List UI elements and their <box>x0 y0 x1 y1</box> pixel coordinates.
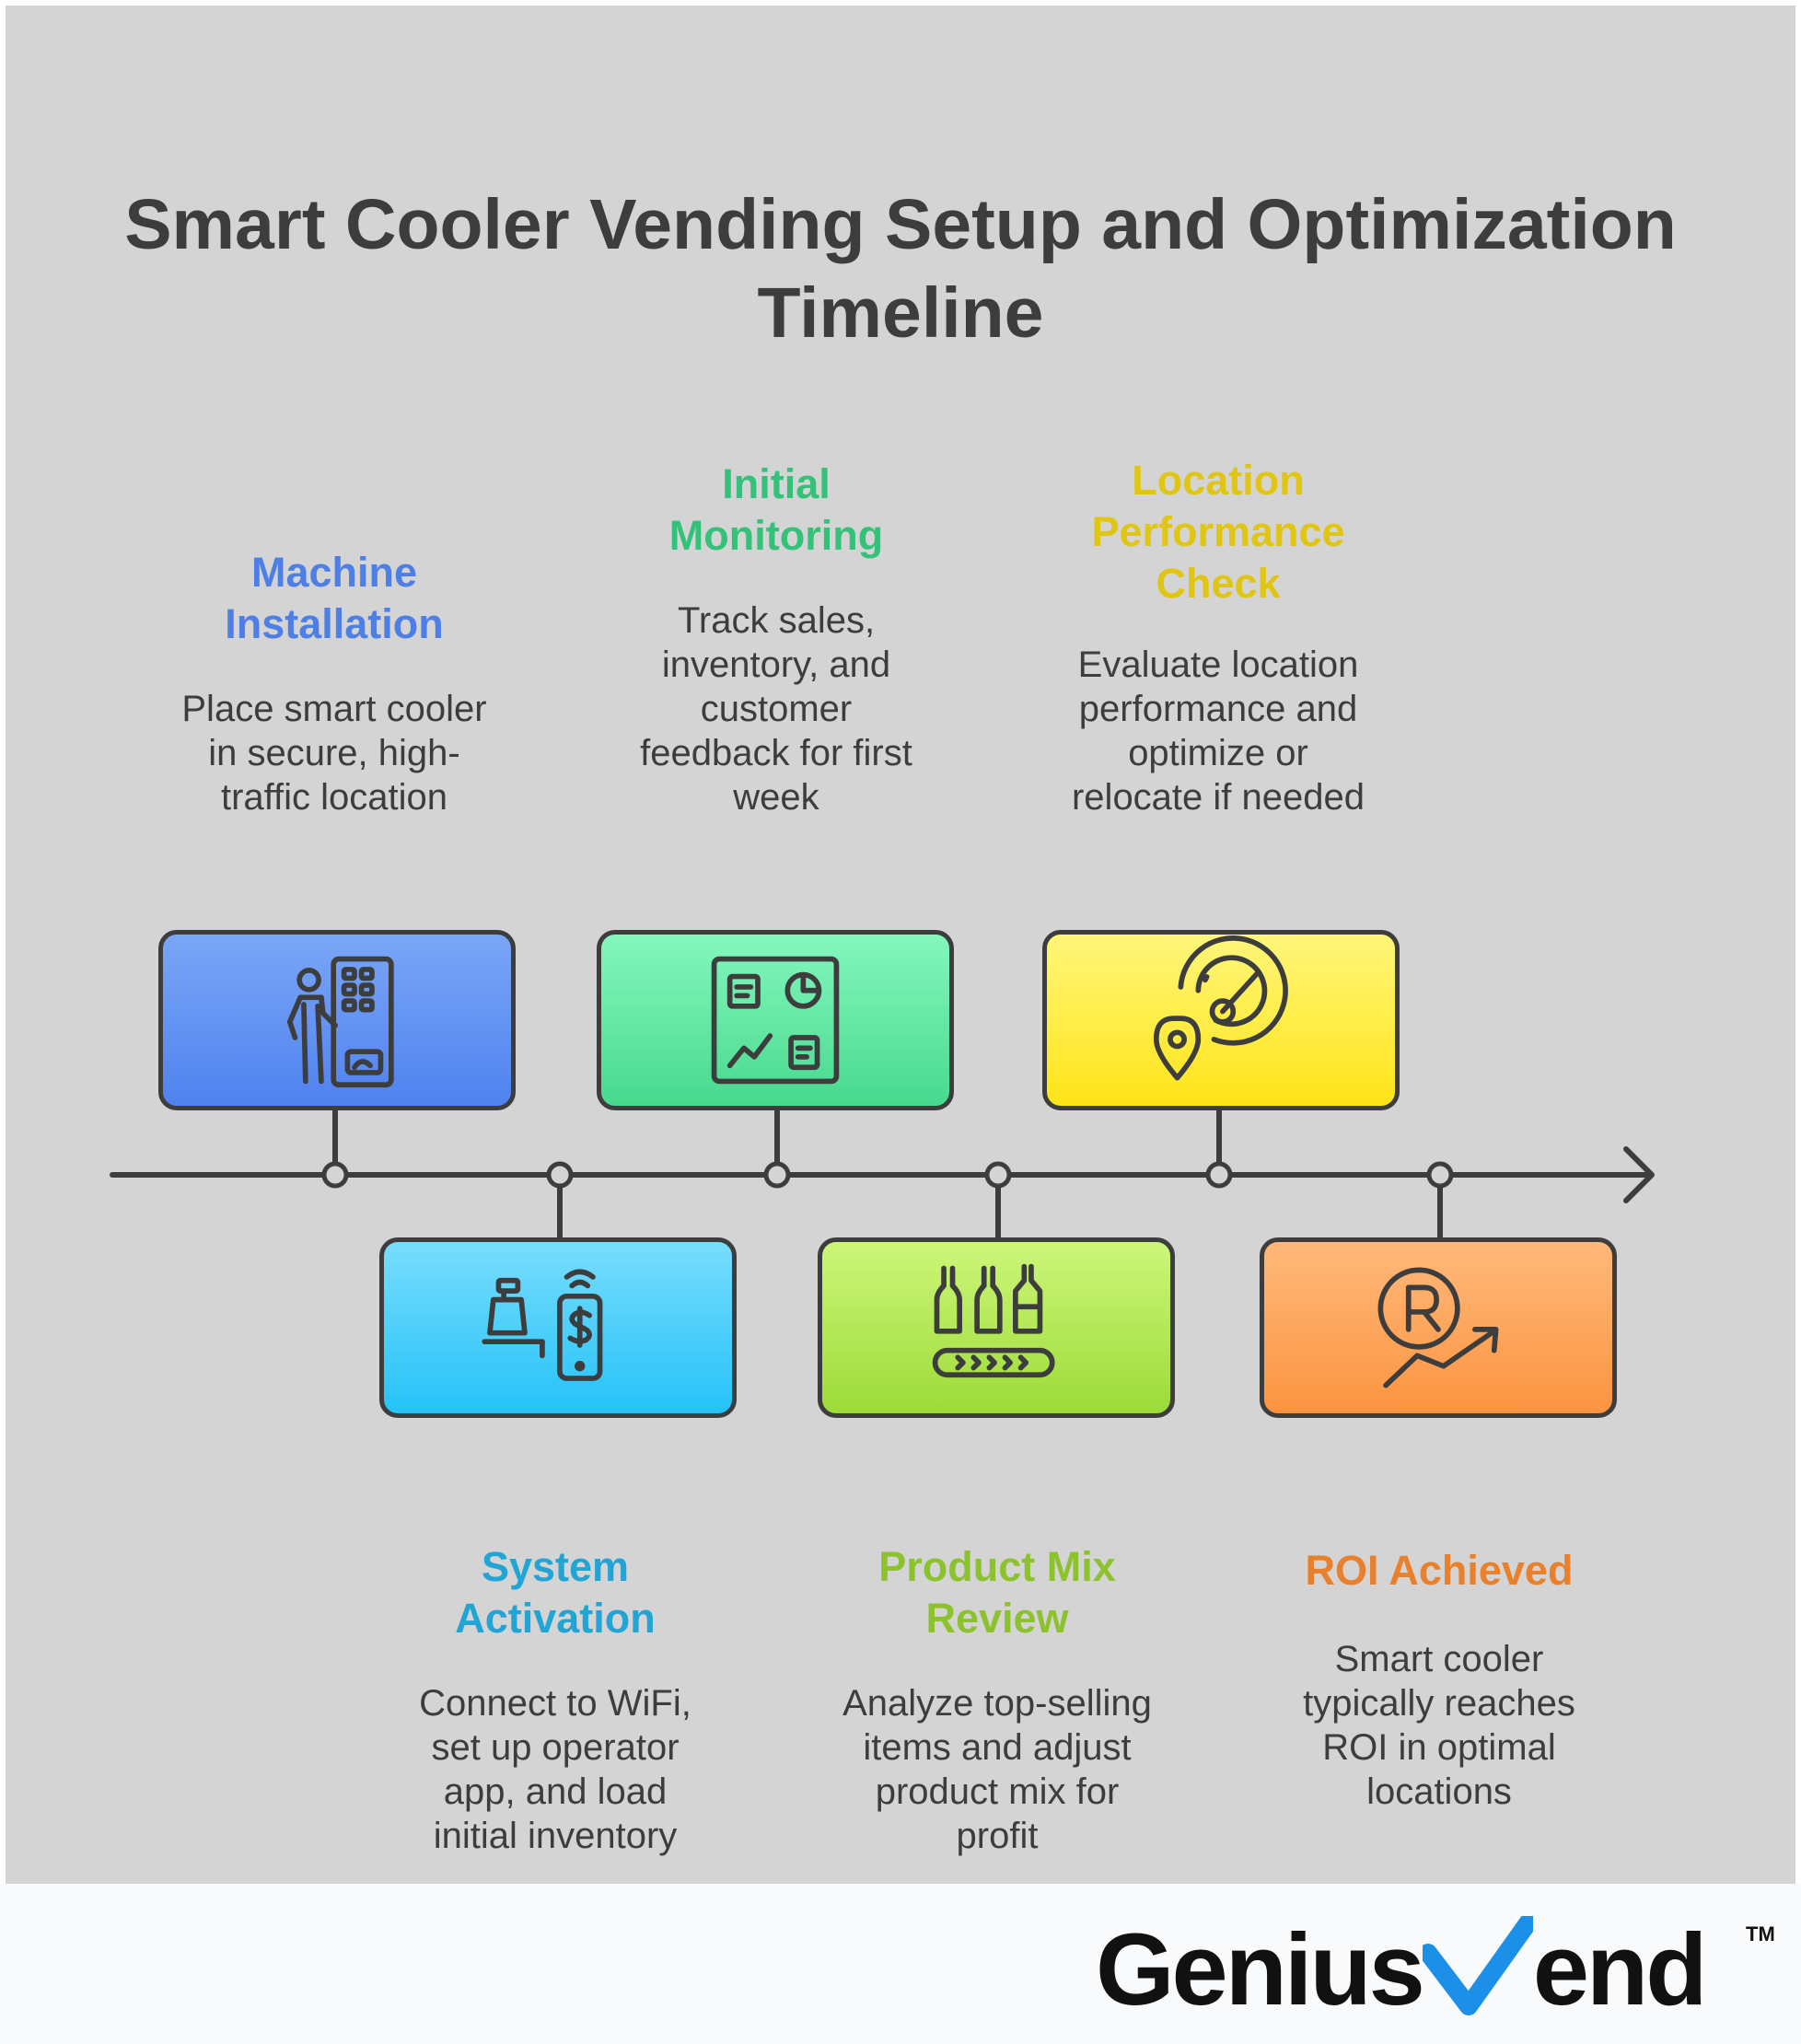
diagram-title: Smart Cooler Vending Setup and Optimizat… <box>124 185 1677 353</box>
timeline-node-3 <box>763 1161 791 1189</box>
dashboard-chart-icon <box>711 956 840 1085</box>
step-label-machine-installation: Machine Installation <box>225 549 444 647</box>
person-vending-machine-icon <box>286 956 394 1088</box>
step-description-system-activation: Connect to WiFi, set up operator app, an… <box>419 1683 691 1856</box>
step-card-roi-achieved <box>1260 1237 1617 1418</box>
step-card-initial-monitoring <box>597 930 954 1110</box>
timeline-node-1 <box>321 1161 349 1189</box>
step-card-machine-installation <box>158 930 516 1110</box>
location-radar-icon <box>1153 935 1288 1081</box>
logo-text-genius: Genius <box>1096 1913 1425 2027</box>
step-label-product-mix-review: Product Mix Review <box>878 1543 1116 1642</box>
step-description-roi-achieved: Smart cooler typically reaches ROI in op… <box>1303 1639 1575 1812</box>
step-card-system-activation <box>379 1237 737 1418</box>
currency-growth-icon <box>1377 1267 1499 1388</box>
logo-check-v-icon <box>1418 1913 1537 2027</box>
register-phone-payment-icon <box>482 1269 603 1381</box>
timeline-node-4 <box>984 1161 1012 1189</box>
logo-trademark: TM <box>1746 1922 1775 1945</box>
step-description-product-mix-review: Analyze top-selling items and adjust pro… <box>842 1683 1152 1856</box>
step-card-location-performance-check <box>1042 930 1400 1110</box>
timeline-node-5 <box>1205 1161 1233 1189</box>
step-label-location-performance-check: Location Performance Check <box>1091 457 1345 607</box>
step-description-initial-monitoring: Track sales, inventory, and customer fee… <box>640 600 912 818</box>
logo-text-end: end <box>1532 1913 1708 2027</box>
timeline-node-2 <box>546 1161 574 1189</box>
timeline-arrowhead <box>1623 1146 1655 1203</box>
geniusvend-logo: Genius end <box>1096 1913 1768 2027</box>
step-label-initial-monitoring: Initial Monitoring <box>668 460 884 559</box>
step-description-location-performance-check: Evaluate location performance and optimi… <box>1071 645 1365 818</box>
step-label-roi-achieved: ROI Achieved <box>1305 1547 1574 1594</box>
step-card-product-mix-review <box>818 1237 1175 1418</box>
bottles-conveyor-icon <box>932 1263 1055 1378</box>
step-description-machine-installation: Place smart cooler in secure, high- traf… <box>181 689 487 818</box>
step-label-system-activation: System Activation <box>455 1543 656 1642</box>
timeline-node-6 <box>1426 1161 1454 1189</box>
